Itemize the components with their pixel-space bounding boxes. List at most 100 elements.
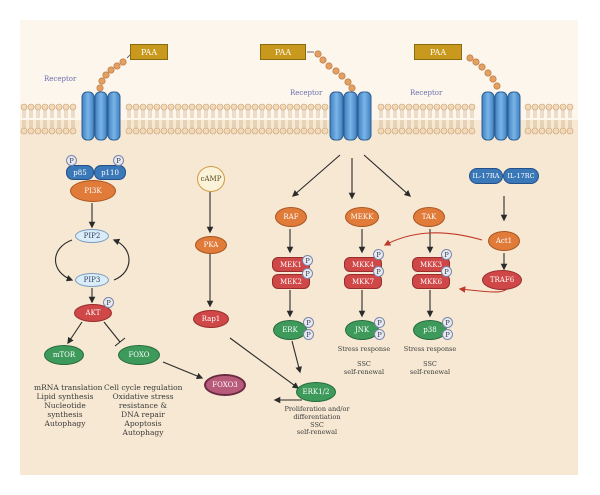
lipid-head [209,103,217,111]
lipid-head [216,103,224,111]
raf-node: RAF [275,207,307,227]
lipid-tail [148,110,152,118]
lipid-head [55,103,63,111]
lipid-head [384,103,392,111]
il17rc-node: IL-17RC [503,168,539,184]
lipid-head [307,103,315,111]
mkk4-label: MKK4 [351,260,375,269]
phospho-label: P [445,318,450,327]
lipid-head [391,127,399,135]
phospho-label: P [116,156,121,165]
lipid-tail [162,120,166,128]
lipid-tail [288,110,292,118]
raf-label: RAF [283,213,299,221]
mtor-outcome-3: Nucleotide [44,401,86,410]
lipid-tail [526,120,530,128]
lipid-tail [197,120,201,128]
lipid-head [272,127,280,135]
mkk7-node: MKK7 [344,274,382,289]
lipid-head [307,127,315,135]
foxo-outcome-3: resistance & [118,401,168,410]
erk12-outcome-3: SSC [310,420,324,429]
phospho-mek1: P [302,255,313,266]
p38-node: p38 [413,320,447,340]
erk-label: ERK [282,326,298,334]
lipid-head [153,127,161,135]
lipid-tail [43,120,47,128]
lipid-head [27,127,35,135]
lipid-tail [134,120,138,128]
lipid-tail [421,120,425,128]
lipid-tail [281,110,285,118]
lipid-head [279,103,287,111]
lipid-head [209,127,217,135]
jnk-outcome-1: Stress response [337,345,391,353]
lipid-head [440,103,448,111]
lipid-head [41,127,49,135]
jnk-outcome-3: self-renewal [343,367,385,376]
lipid-tail [246,120,250,128]
lipid-tail [463,120,467,128]
camp-node: cAMP [197,166,225,192]
lipid-head [188,103,196,111]
lipid-head [251,103,259,111]
lipid-tail [211,120,215,128]
lipid-tail [554,120,558,128]
lipid-head [34,103,42,111]
lipid-tail [218,120,222,128]
p38-outcome-1: Stress response [403,345,457,353]
akt-node: AKT [74,304,112,322]
lipid-head [552,103,560,111]
lipid-tail [190,110,194,118]
arrow-akt-mtor [67,321,83,345]
lipid-head [286,127,294,135]
lipid-tail [43,110,47,118]
lipid-tail [449,110,453,118]
lipid-tail [540,110,544,118]
rap1-label: Rap1 [201,315,221,323]
phospho-p38-2: P [442,329,453,340]
traf6-label: TRAF6 [489,276,515,284]
mtor-outcomes: mRNA translation Lipid synthesis Nucleot… [34,383,103,428]
lipid-head [125,103,133,111]
foxo3-label: FOXO3 [212,381,238,389]
lipid-tail [302,120,306,128]
lipid-tail [232,120,236,128]
lipid-head [202,127,210,135]
mek1-node: MEK1 [272,257,310,272]
mkk4-node: MKK4 [344,257,382,272]
lipid-tail [267,120,271,128]
lipid-head [125,127,133,135]
lipid-tail [36,110,40,118]
lipid-head [279,127,287,135]
lipid-head [146,127,154,135]
lipid-tail [470,120,474,128]
phospho-label: P [444,267,449,276]
lipid-tail [561,120,565,128]
lipid-head [27,103,35,111]
lipid-head [174,127,182,135]
lipid-tail [400,120,404,128]
lipid-tail [442,110,446,118]
lipid-tail [71,110,75,118]
tak-node: TAK [413,207,445,227]
tak-label: TAK [421,213,437,221]
arrow-receptor-tak [363,154,411,197]
jnk-label: JNK [354,326,370,334]
lipid-head [377,103,385,111]
erk12-node: ERK1/2 [296,382,336,402]
lipid-head [566,127,574,135]
lipid-tail [225,110,229,118]
jnk-outcome: Stress response SSC self-renewal [334,345,394,376]
lipid-head [237,103,245,111]
lipid-tail [169,120,173,128]
lipid-tail [554,110,558,118]
lipid-head [244,103,252,111]
foxo-outcome-4: DNA repair [121,410,165,419]
lipid-tail [428,110,432,118]
receptor-3 [481,91,521,141]
lipid-head [559,103,567,111]
lipid-head [62,103,70,111]
lipid-tail [274,110,278,118]
lipid-tail [169,110,173,118]
